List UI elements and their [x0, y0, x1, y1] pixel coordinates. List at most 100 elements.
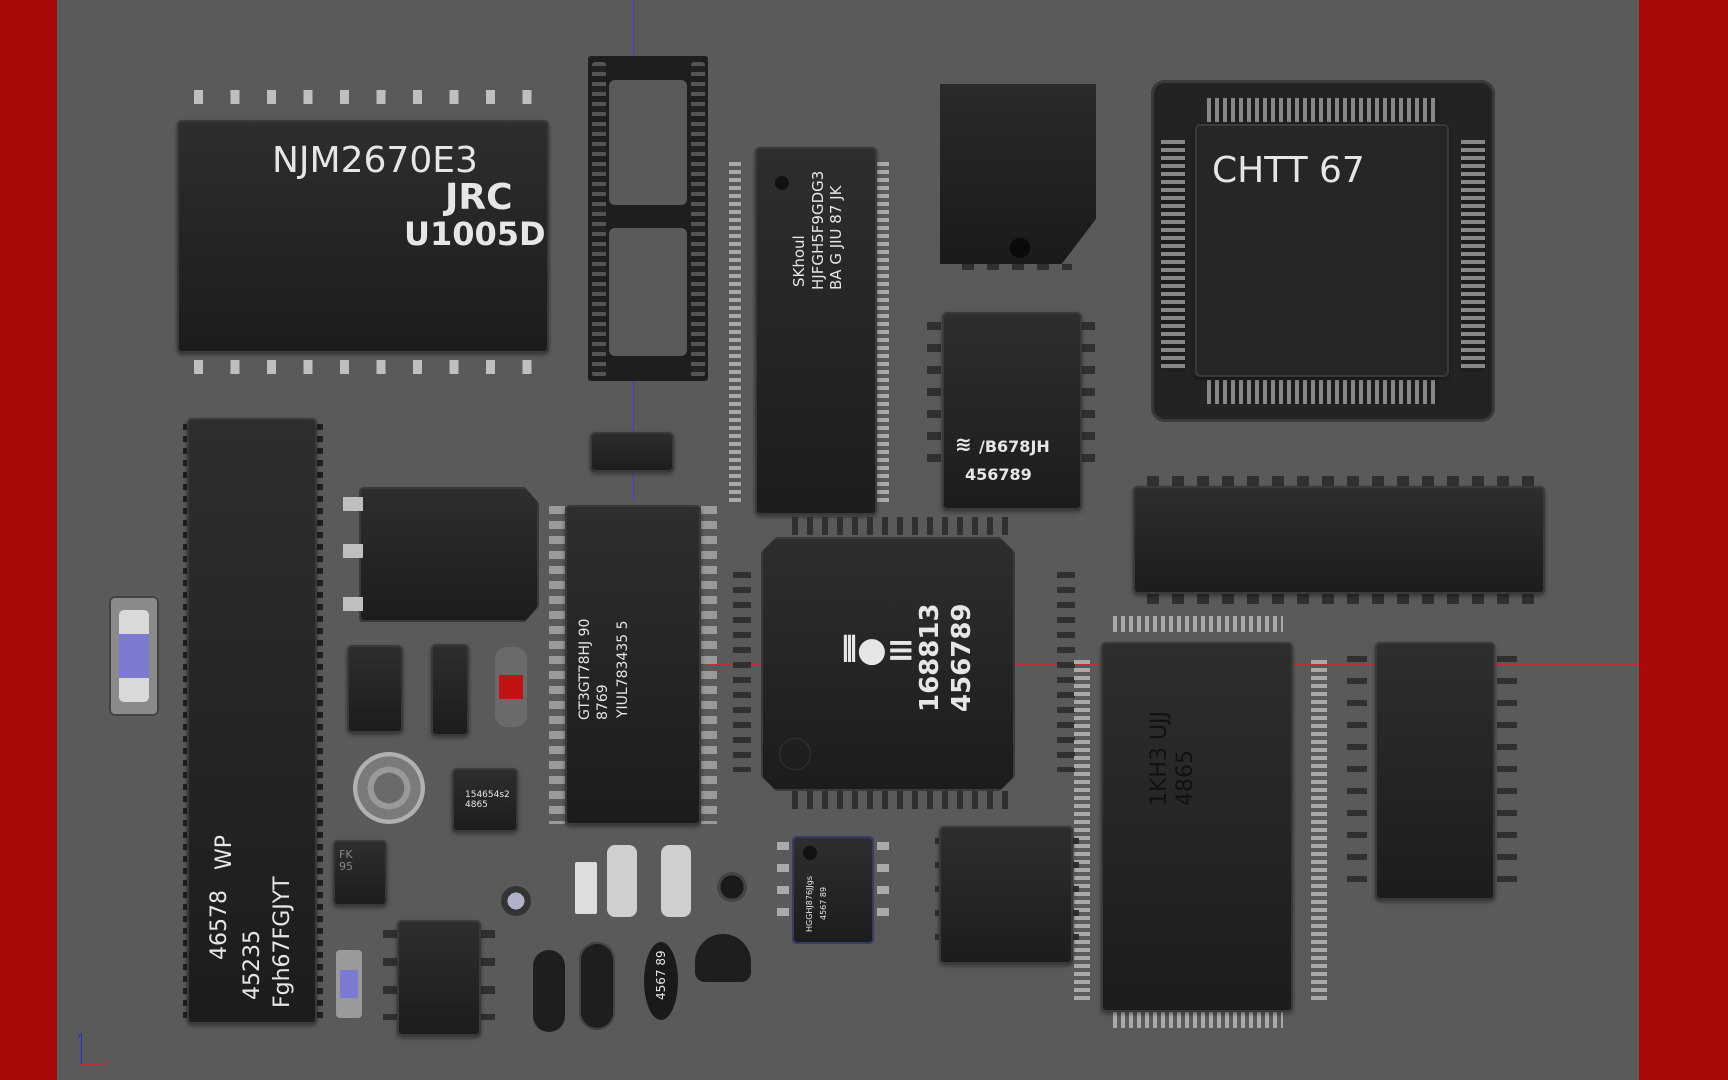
crystal-hc49-1[interactable]	[607, 845, 637, 917]
dip8-dot	[803, 846, 817, 860]
inductor-pin-1	[343, 497, 363, 511]
xfmr-right-pins	[1081, 322, 1095, 472]
plcc-label: CHTT 67	[1212, 150, 1365, 191]
fuse-band	[119, 634, 149, 678]
soic-label-2: JRC	[445, 177, 513, 218]
qfpr-label-1: 1KH3 UJJ	[1147, 710, 1172, 806]
qfp-top-pins	[792, 517, 1010, 535]
qfp-label-2: 456789	[947, 603, 977, 712]
qfp-right-pins	[1057, 572, 1075, 772]
plcc-leads-left	[1161, 140, 1185, 372]
tiny-square-chip[interactable]	[452, 768, 518, 832]
qfp-dot	[779, 738, 811, 770]
small-fuse[interactable]	[336, 950, 362, 1018]
crystal-hc49-2[interactable]	[661, 845, 691, 917]
xfmr-left-pins	[927, 322, 941, 472]
inductor-pin-3	[343, 597, 363, 611]
soic-label-3: U1005D	[404, 215, 546, 253]
tiny-square-label-2: 4865	[465, 800, 488, 810]
round-buzzer[interactable]	[353, 752, 425, 824]
plcc-leads-right	[1461, 140, 1485, 372]
box-dot	[1010, 238, 1030, 258]
jumper-pins[interactable]	[575, 862, 597, 914]
tiny-square-label-1: 154654s2	[465, 790, 510, 800]
xfmr-logo-icon: ≋	[955, 432, 972, 456]
tsop-dot	[775, 176, 789, 190]
relay-right-pins	[481, 930, 495, 1020]
small-round-cap[interactable]	[717, 872, 747, 902]
inductor-body	[359, 487, 539, 622]
tsop-label-3: BA G JIU 87 JK	[827, 185, 845, 290]
box-pins	[962, 264, 1072, 270]
led-red[interactable]	[495, 647, 527, 727]
sot-small-chip[interactable]	[333, 840, 387, 906]
sqsmd-body	[939, 826, 1073, 964]
plcc-leads-top	[1207, 98, 1439, 122]
oval-cap-1[interactable]	[533, 950, 565, 1032]
soicr-left-pins	[1347, 656, 1367, 886]
dipc-right-pins	[701, 506, 717, 824]
box-body	[940, 84, 1096, 264]
gizmo-y-line	[81, 1034, 82, 1064]
soic-bottom-pins	[194, 360, 534, 374]
electrolytic-cap-small[interactable]	[501, 886, 531, 916]
smd-fuse[interactable]	[109, 596, 159, 716]
soic-top-pins	[194, 90, 534, 104]
long-dip-top-pins	[1147, 476, 1547, 486]
soicr-right-pins	[1497, 656, 1517, 886]
dipl-label-4: Fgh67FGJYT	[270, 876, 295, 1008]
dipl-body	[187, 418, 317, 1024]
qfpr-right-pins	[1311, 660, 1327, 1000]
qfp-logo-icon: ⦀●≡	[842, 630, 916, 670]
qfpr-bottom-pins	[1113, 1012, 1283, 1028]
soicr-body	[1375, 642, 1495, 900]
qfp-label-1: 168813	[915, 603, 945, 712]
crystal-oval[interactable]	[644, 942, 678, 1020]
tsop-label-2: HJFGH5F9GDG3	[809, 170, 827, 290]
gizmo-x-label: x	[103, 1058, 108, 1067]
dipc-label-1: GT3GT78HJ 90	[577, 618, 593, 720]
tsop-left-pins	[729, 162, 741, 502]
small-black-block[interactable]	[590, 432, 674, 472]
small-fuse-band	[340, 970, 358, 998]
half-round-sensor[interactable]	[695, 934, 751, 982]
sot-small-label-2: 95	[339, 860, 353, 873]
dipc-label-3: YIUL783435 5	[615, 620, 631, 718]
crystal-oval-label: 4567 89	[654, 950, 668, 1000]
tsop-label-1: SKhoul	[790, 235, 808, 287]
dip8-label-2: 4567 89	[819, 886, 828, 920]
dipc-left-pins	[549, 506, 565, 824]
small-sot-chip[interactable]	[347, 645, 403, 733]
gizmo-y-label: y	[77, 1030, 82, 1039]
led-red-core	[499, 675, 523, 699]
relay-body	[397, 920, 481, 1036]
dipl-label-3: 45235	[240, 930, 265, 1000]
socket-holes-left	[592, 62, 606, 377]
qfpr-label-2: 4865	[1173, 750, 1198, 806]
socket-window-bottom	[609, 228, 687, 356]
qfp-bottom-pins	[792, 791, 1010, 809]
dipc-label-2: 8769	[595, 684, 611, 720]
plcc-leads-bottom	[1207, 380, 1439, 404]
qfp-left-pins	[733, 572, 751, 772]
small-rect-chip[interactable]	[431, 644, 469, 736]
long-dip-bottom-pins	[1147, 594, 1547, 604]
tsop-right-pins	[877, 162, 889, 502]
3d-viewport[interactable]: NJM2670E3 JRC U1005D SKhoul HJFGH5F9GDG3…	[57, 0, 1639, 1080]
xfmr-body	[942, 312, 1082, 510]
socket-window-top	[609, 80, 687, 205]
dip8-label-1: HGGHJ876JJgs	[805, 875, 814, 932]
sot-small-label-1: FK	[339, 848, 353, 861]
dipl-right-pins	[315, 424, 323, 1024]
tsop-body	[755, 147, 877, 515]
dip8-right-pins	[877, 842, 889, 928]
relay-left-pins	[383, 930, 397, 1020]
xfmr-label-2: 456789	[965, 465, 1032, 484]
long-dip-body	[1133, 486, 1545, 594]
dipl-label-2: 46578	[207, 890, 232, 960]
qfpr-body	[1101, 642, 1293, 1012]
dip8-left-pins	[777, 842, 789, 928]
plcc-body	[1195, 124, 1449, 377]
oval-cap-2[interactable]	[579, 942, 615, 1030]
gizmo-x-line	[81, 1064, 101, 1065]
